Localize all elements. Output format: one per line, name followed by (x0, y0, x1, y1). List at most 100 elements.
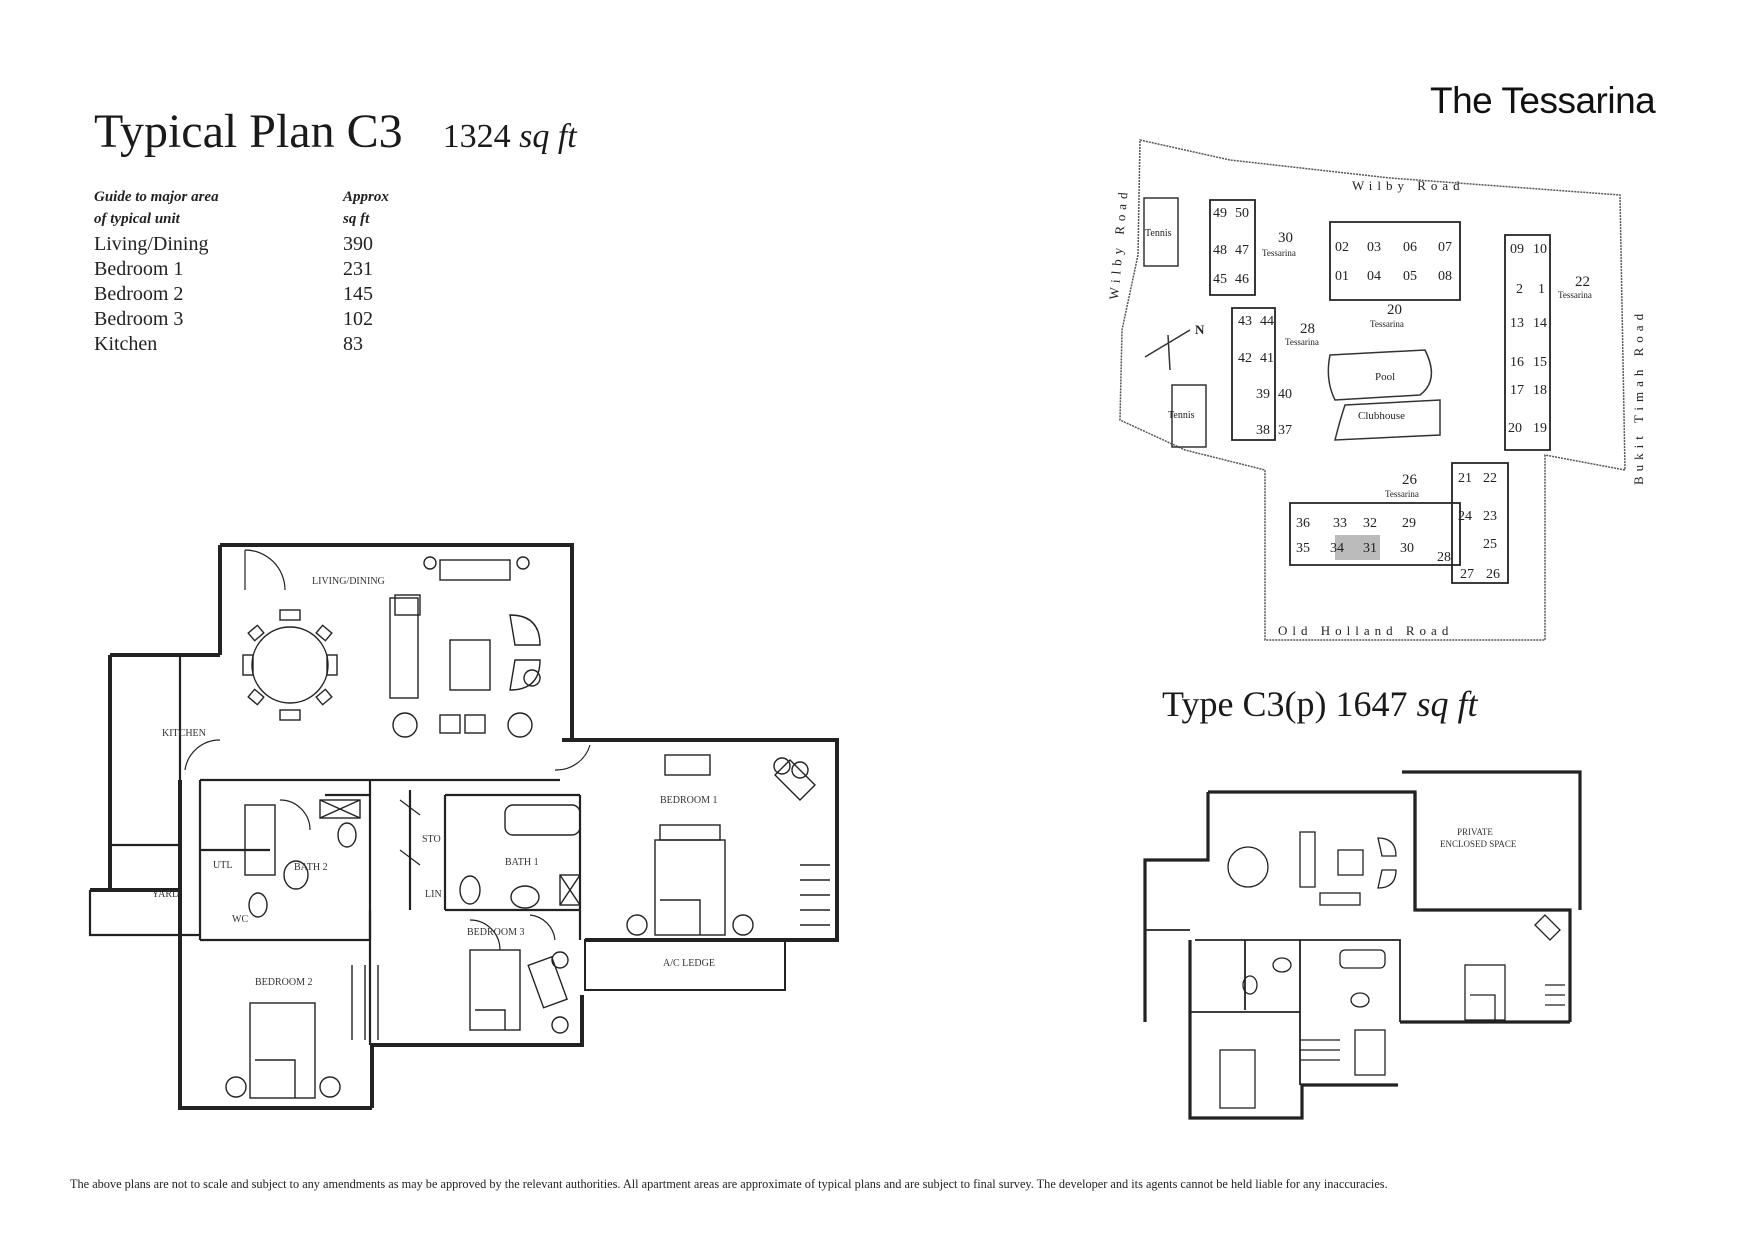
unit-number: 33 (1333, 516, 1347, 531)
type-c3p-area-value: 1647 (1335, 684, 1408, 724)
private-space-label-2: ENCLOSED SPACE (1440, 839, 1517, 849)
block-name: Tessarina (1370, 319, 1404, 329)
label-utl: UTL (213, 860, 232, 871)
site-unit-numbers: 49 50 48 47 45 46 02 03 06 07 01 04 05 0… (1213, 206, 1547, 582)
bedroom2-furniture (225, 965, 379, 1099)
area-value: 83 (343, 333, 363, 355)
unit-number: 14 (1533, 316, 1547, 331)
site-plan (1119, 139, 1626, 641)
label-bedroom3: BEDROOM 3 (467, 927, 525, 938)
plan-area-unit: sq ft (519, 118, 577, 155)
label-wc: WC (232, 914, 248, 925)
unit-number: 30 (1400, 541, 1414, 556)
area-value: 390 (343, 233, 373, 255)
plan-doors (184, 549, 591, 951)
label-yard: YARD (152, 889, 179, 900)
approx-heading: Approx sq ft (343, 186, 389, 230)
unit-number: 38 (1256, 423, 1270, 438)
area-value: 102 (343, 308, 373, 330)
plan-area: 1324 sq ft (443, 118, 577, 155)
unit-number: 17 (1510, 383, 1524, 398)
unit-number: 21 (1458, 471, 1472, 486)
guide-heading-line-2: of typical unit (94, 211, 180, 227)
unit-number: 06 (1403, 240, 1417, 255)
area-name: Bedroom 1 (94, 258, 184, 280)
unit-number: 49 (1213, 206, 1227, 221)
guide-heading: Guide to major area of typical unit (94, 186, 219, 230)
block-name: Tessarina (1285, 337, 1319, 347)
dining-table (242, 609, 338, 721)
block-no: 22 (1575, 274, 1590, 290)
unit-number: 03 (1367, 240, 1381, 255)
area-name: Bedroom 3 (94, 308, 184, 330)
unit-number: 01 (1335, 269, 1349, 284)
type-c3p-title-text: Type C3(p) (1162, 684, 1327, 724)
disclaimer: The above plans are not to scale and sub… (70, 1177, 1388, 1191)
unit-number: 50 (1235, 206, 1249, 221)
unit-number: 44 (1260, 314, 1274, 329)
label-bedroom1: BEDROOM 1 (660, 795, 718, 806)
label-lin: LIN (425, 889, 442, 900)
approx-heading-line-1: Approx (343, 189, 389, 205)
unit-number: 48 (1213, 243, 1227, 258)
unit-number: 26 (1486, 567, 1500, 582)
label-bedroom2: BEDROOM 2 (255, 977, 313, 988)
tennis-court-1 (1143, 197, 1179, 267)
block-no: 26 (1402, 472, 1418, 488)
tennis-label-1: Tennis (1145, 228, 1172, 239)
unit-number: 32 (1363, 516, 1377, 531)
floor-plan-c3p (1143, 770, 1582, 1120)
area-name: Kitchen (94, 333, 158, 355)
unit-number: 18 (1533, 383, 1547, 398)
type-c3p-title: Type C3(p) 1647 sq ft (1162, 683, 1477, 725)
plan-area-value: 1324 (442, 118, 511, 155)
unit-number: 36 (1296, 516, 1310, 531)
clubhouse (1334, 399, 1441, 441)
plan-title: Typical Plan C3 1324 sq ft (94, 104, 577, 159)
tennis-court-2 (1171, 384, 1207, 448)
unit-number: 47 (1235, 243, 1249, 258)
plan-title-text: Typical Plan C3 (94, 105, 403, 158)
c3p-furniture (1219, 831, 1565, 1109)
bedroom1-furniture (626, 754, 830, 936)
pool-label: Pool (1375, 371, 1395, 383)
pool (1327, 349, 1433, 401)
unit-number: 35 (1296, 541, 1310, 556)
unit-number: 07 (1438, 240, 1452, 255)
unit-number: 39 (1256, 387, 1270, 402)
north-arrow-icon (1144, 329, 1191, 371)
unit-number: 22 (1483, 471, 1497, 486)
label-bath1: BATH 1 (505, 857, 539, 868)
floor-plan-c3 (88, 543, 839, 1110)
area-value: 231 (343, 258, 373, 280)
site-block-cores (1335, 535, 1380, 560)
block-no: 20 (1387, 302, 1402, 318)
site-blocks (1209, 199, 1551, 584)
type-c3p-area-unit: sq ft (1416, 684, 1478, 724)
unit-number: 25 (1483, 537, 1497, 552)
unit-number: 24 (1458, 509, 1472, 524)
label-ac-ledge: A/C LEDGE (663, 958, 715, 969)
site-boundary (1119, 139, 1626, 641)
area-values: 390 231 145 102 83 (343, 232, 373, 357)
unit-number: 20 (1508, 421, 1522, 436)
tennis-label-2: Tennis (1168, 410, 1195, 421)
unit-number: 08 (1438, 269, 1452, 284)
road-top: Wilby Road (1352, 178, 1465, 193)
block-name: Tessarina (1262, 248, 1296, 258)
label-sto: STO (422, 834, 441, 845)
block-no: 28 (1300, 321, 1315, 337)
private-space-label-1: PRIVATE (1457, 827, 1493, 837)
guide-heading-line-1: Guide to major area (94, 189, 219, 205)
unit-number: 42 (1238, 351, 1252, 366)
bedroom3-furniture (469, 949, 569, 1034)
unit-number: 04 (1367, 269, 1381, 284)
unit-number: 09 (1510, 242, 1524, 257)
unit-number: 41 (1260, 351, 1274, 366)
area-names: Living/Dining Bedroom 1 Bedroom 2 Bedroo… (94, 232, 208, 357)
unit-number: 23 (1483, 509, 1497, 524)
block-no: 30 (1278, 230, 1293, 246)
unit-number: 13 (1510, 316, 1524, 331)
unit-number: 1 (1538, 282, 1545, 297)
